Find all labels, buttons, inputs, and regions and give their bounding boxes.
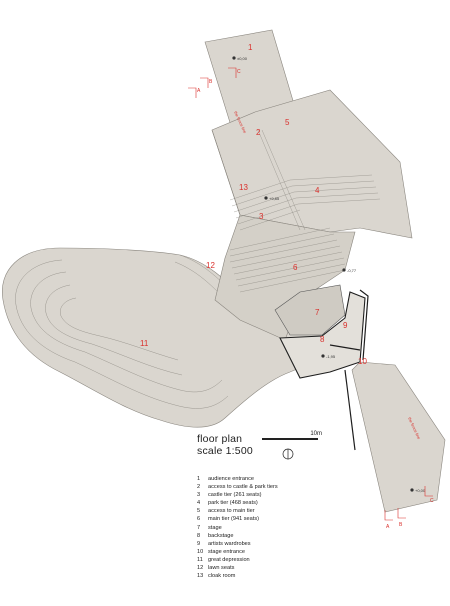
legend-text: artists wardrobes bbox=[208, 540, 251, 547]
legend-item: 11 great depression bbox=[197, 556, 278, 564]
stage-entrance-area bbox=[351, 361, 446, 513]
legend-text: castle tier (261 seats) bbox=[208, 492, 262, 499]
legend-text: access to main tier bbox=[208, 508, 255, 515]
legend-text: access to castle & park tiers bbox=[208, 484, 278, 491]
legend-number: 1 bbox=[197, 476, 201, 482]
title-line-1: floor plan bbox=[197, 433, 243, 445]
great-depression-area bbox=[1, 247, 336, 428]
legend-item: 4 park tier (468 seats) bbox=[197, 499, 278, 507]
legend-text: cloak room bbox=[208, 573, 236, 580]
legend-text: stage entrance bbox=[208, 548, 246, 555]
seating-rows bbox=[229, 129, 381, 293]
plan-label-7: 7 bbox=[315, 308, 320, 317]
legend-text: backstage bbox=[208, 532, 234, 539]
legend-number: 9 bbox=[197, 540, 201, 547]
backstage-area bbox=[279, 291, 366, 379]
legend-text: audience entrance bbox=[208, 476, 255, 482]
legend-number: 10 bbox=[197, 548, 204, 555]
building-outline bbox=[329, 289, 369, 451]
legend-text: lawn seats bbox=[208, 565, 235, 572]
legend-number: 13 bbox=[197, 573, 204, 580]
section-cut-marks-top bbox=[188, 67, 237, 98]
legend-item: 1 audience entrance bbox=[197, 475, 278, 483]
legend-text: great depression bbox=[208, 556, 250, 563]
legend-item: 3 castle tier (261 seats) bbox=[197, 491, 278, 499]
legend-text: park tier (468 seats) bbox=[208, 500, 258, 507]
title-block: floor plan scale 1:500 bbox=[197, 433, 253, 457]
section-a-bottom: A bbox=[386, 524, 390, 530]
elevation-marker-icon: +0,00 bbox=[410, 488, 426, 493]
plan-label-9: 9 bbox=[343, 321, 348, 330]
svg-text:-0,77: -0,77 bbox=[347, 268, 357, 273]
plan-label-8: 8 bbox=[320, 335, 325, 344]
legend-list: 1 audience entrance 2 access to castle & pa… bbox=[197, 475, 278, 580]
section-c-top: C bbox=[237, 69, 241, 75]
section-b-bottom: B bbox=[399, 522, 403, 528]
stage-area bbox=[274, 284, 346, 336]
plan-label-13: 13 bbox=[239, 183, 248, 192]
section-cut-marks-bottom bbox=[384, 486, 433, 521]
svg-text:+9,85: +9,85 bbox=[269, 196, 280, 201]
plan-label-1: 1 bbox=[248, 43, 253, 52]
legend-item: 7 stage bbox=[197, 524, 278, 532]
svg-text:±0,00: ±0,00 bbox=[237, 56, 248, 61]
plan-label-11: 11 bbox=[140, 339, 149, 348]
legend-number: 7 bbox=[197, 524, 201, 531]
title-line-2: scale 1:500 bbox=[197, 445, 253, 457]
legend-number: 11 bbox=[197, 556, 203, 563]
elevation-marker-icon: +9,85 bbox=[264, 196, 280, 201]
plan-label-5: 5 bbox=[285, 118, 290, 127]
section-a-top: A bbox=[197, 88, 201, 94]
legend-number: 8 bbox=[197, 532, 201, 539]
plan-label-2: 2 bbox=[256, 128, 261, 137]
section-b-top: B bbox=[209, 79, 213, 85]
elevation-marker-icon: -0,77 bbox=[342, 268, 357, 273]
legend-item: 13 cloak room bbox=[197, 572, 278, 580]
plan-label-6: 6 bbox=[293, 263, 298, 272]
legend-item: 9 artists wardrobes bbox=[197, 540, 278, 548]
legend-text: main tier (941 seats) bbox=[208, 516, 259, 523]
legend-item: 5 access to main tier bbox=[197, 507, 278, 515]
legend-item: 6 main tier (941 seats) bbox=[197, 515, 278, 523]
scale-bar: 10m bbox=[262, 431, 322, 442]
section-c-bottom: C bbox=[430, 498, 434, 504]
svg-text:+0,00: +0,00 bbox=[415, 488, 426, 493]
legend-text: stage bbox=[208, 524, 222, 531]
plan-label-3: 3 bbox=[259, 212, 264, 221]
legend-number: 4 bbox=[197, 500, 201, 507]
plan-label-12: 12 bbox=[206, 261, 215, 270]
elevation-marker-icon: -1,95 bbox=[321, 354, 336, 359]
legend-number: 5 bbox=[197, 508, 201, 515]
legend-number: 12 bbox=[197, 565, 204, 572]
elevation-marker-icon: ±0,00 bbox=[232, 56, 248, 61]
legend-item: 12 lawn seats bbox=[197, 564, 278, 572]
scale-bar-label: 10m bbox=[310, 431, 322, 437]
legend-item: 2 access to castle & park tiers bbox=[197, 483, 278, 491]
legend-number: 2 bbox=[197, 484, 201, 491]
plan-label-10: 10 bbox=[358, 357, 367, 366]
svg-text:-1,95: -1,95 bbox=[326, 354, 336, 359]
legend-item: 8 backstage bbox=[197, 532, 278, 540]
plan-label-4: 4 bbox=[315, 186, 320, 195]
north-arrow-circle-icon bbox=[282, 448, 294, 460]
scale-bar-line bbox=[262, 438, 318, 440]
legend-number: 6 bbox=[197, 516, 201, 523]
legend-number: 3 bbox=[197, 492, 201, 499]
legend-item: 10 stage entrance bbox=[197, 548, 278, 556]
